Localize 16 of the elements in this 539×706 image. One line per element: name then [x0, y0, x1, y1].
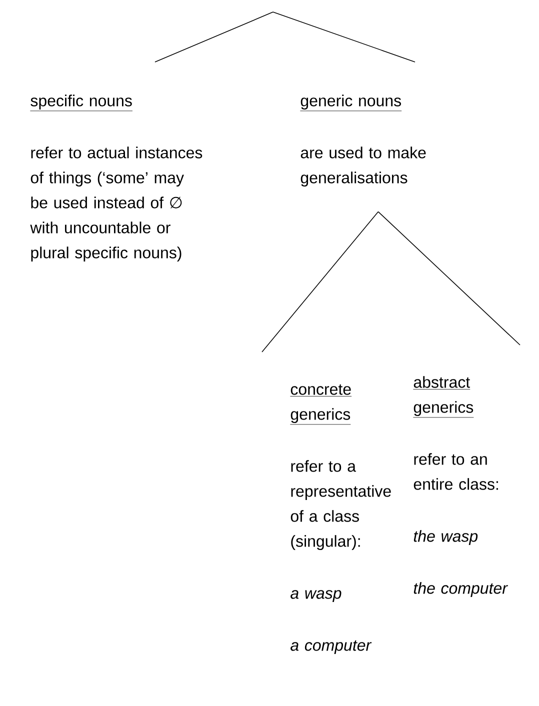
example: the computer [414, 582, 508, 598]
branch-line [154, 12, 274, 62]
branch-line [378, 211, 520, 346]
description: refer to a representative of a class (singular): [290, 460, 391, 550]
heading: specific nouns [30, 94, 133, 112]
heading: concrete generics [290, 384, 352, 425]
example: the wasp [414, 530, 478, 546]
branch-line [272, 12, 416, 62]
description: refer to actual instances of things (‘some’ may be used instead of ∅ with uncountable or plural specific nouns) [30, 146, 202, 262]
description: refer to an entire class: [414, 453, 498, 490]
branch-line [262, 211, 379, 352]
example: a wasp [290, 590, 342, 602]
heading: generic nouns [300, 94, 402, 112]
heading: abstract generics [413, 376, 474, 418]
description: are used to make generalisations [300, 146, 426, 187]
example: a computer [290, 640, 372, 654]
